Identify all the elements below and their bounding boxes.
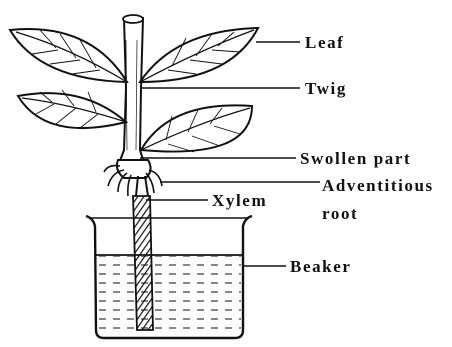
leaf-top-right: [140, 28, 258, 82]
leaf-top-left: [10, 29, 127, 82]
label-xylem: Xylem: [212, 192, 267, 209]
stem-in-water: [133, 176, 153, 330]
leaf-bottom-right: [141, 105, 252, 152]
label-leaf: Leaf: [305, 34, 344, 51]
beaker: [86, 216, 252, 338]
leaf-bottom-left: [18, 90, 126, 128]
label-adventitious-root-line2: root: [322, 205, 358, 222]
label-beaker: Beaker: [290, 258, 352, 275]
label-adventitious-root-line1: Adventitious: [322, 177, 434, 194]
water: [98, 256, 241, 336]
twig: [118, 15, 145, 166]
swollen-part: [117, 160, 151, 178]
label-swollen-part: Swollen part: [300, 150, 411, 167]
label-twig: Twig: [305, 80, 347, 97]
